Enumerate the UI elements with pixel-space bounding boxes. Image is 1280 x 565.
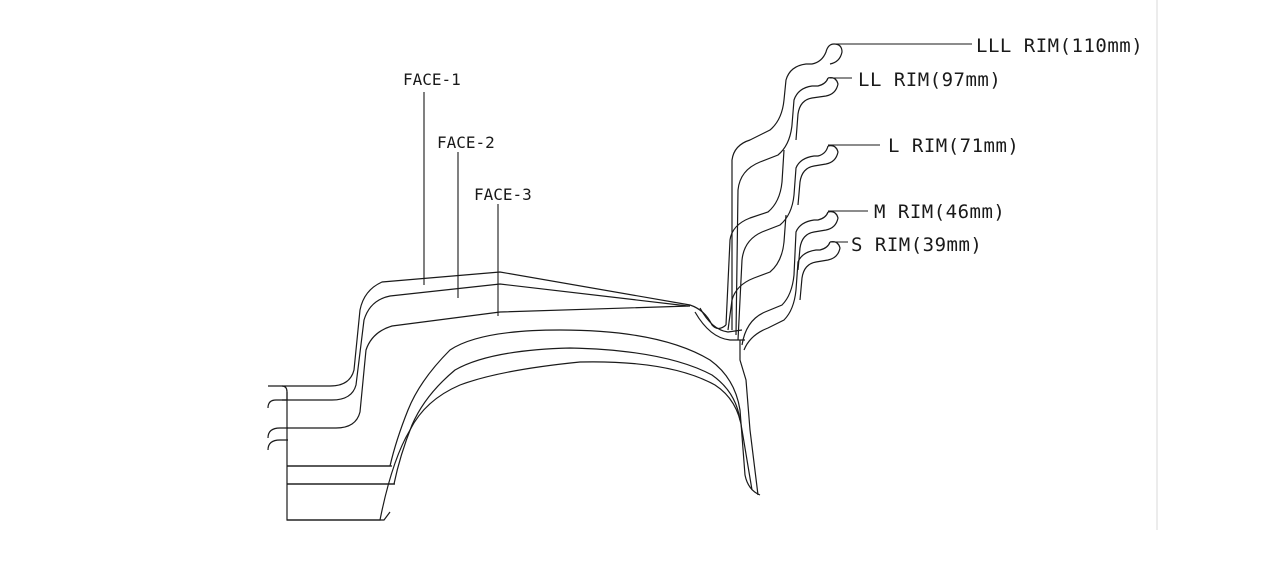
center-web-line xyxy=(739,340,759,496)
inner-flange-tip-2 xyxy=(267,399,287,409)
inner-flange-tip-3 xyxy=(267,427,288,439)
rim-inner-wall-2 xyxy=(727,214,787,331)
s-rim-profile xyxy=(743,241,831,351)
lll-rim-lip xyxy=(829,43,843,65)
rim-inner-wall-1 xyxy=(725,149,785,326)
inner-flange-group xyxy=(267,385,395,521)
outer-rims-group xyxy=(725,43,843,351)
m-rim-lip xyxy=(797,211,839,271)
barrel-curves-group xyxy=(287,329,761,521)
face-2-label: FACE-2 xyxy=(437,133,495,152)
labels-group: FACE-1 FACE-2 FACE-3 LLL RIM(110mm) LL R… xyxy=(403,35,1143,256)
face-curves-group xyxy=(282,271,727,429)
ll-rim-profile xyxy=(735,77,829,336)
face-2-curve xyxy=(282,283,689,401)
inner-flange-tip-1 xyxy=(268,385,288,400)
face-3-label: FACE-3 xyxy=(474,185,532,204)
lll-rim-profile xyxy=(731,43,835,330)
ll-rim-lip xyxy=(795,77,839,141)
inner-flange-tip-4 xyxy=(267,439,288,451)
drop-center-group xyxy=(694,307,759,496)
barrel-curve-2 xyxy=(287,347,741,485)
l-rim-profile xyxy=(737,145,829,341)
face-1-curve xyxy=(282,271,727,387)
m-rim-label: M RIM(46mm) xyxy=(874,201,1005,223)
leader-lines-group xyxy=(423,43,972,316)
ll-rim-label: LL RIM(97mm) xyxy=(858,69,1001,91)
s-rim-label: S RIM(39mm) xyxy=(851,234,982,256)
face-3-curve xyxy=(287,305,691,429)
m-rim-profile xyxy=(741,211,829,346)
l-rim-lip xyxy=(797,145,839,206)
lll-rim-label: LLL RIM(110mm) xyxy=(976,35,1143,57)
l-rim-label: L RIM(71mm) xyxy=(888,135,1019,157)
barrel-curve-3 xyxy=(287,361,753,521)
face-1-label: FACE-1 xyxy=(403,70,461,89)
inner-hub-outline xyxy=(286,392,391,521)
barrel-curve-1 xyxy=(287,329,761,496)
s-rim-lip xyxy=(799,241,841,301)
drop-center-curve-1 xyxy=(699,307,743,333)
drop-center-curve-2 xyxy=(694,311,745,341)
